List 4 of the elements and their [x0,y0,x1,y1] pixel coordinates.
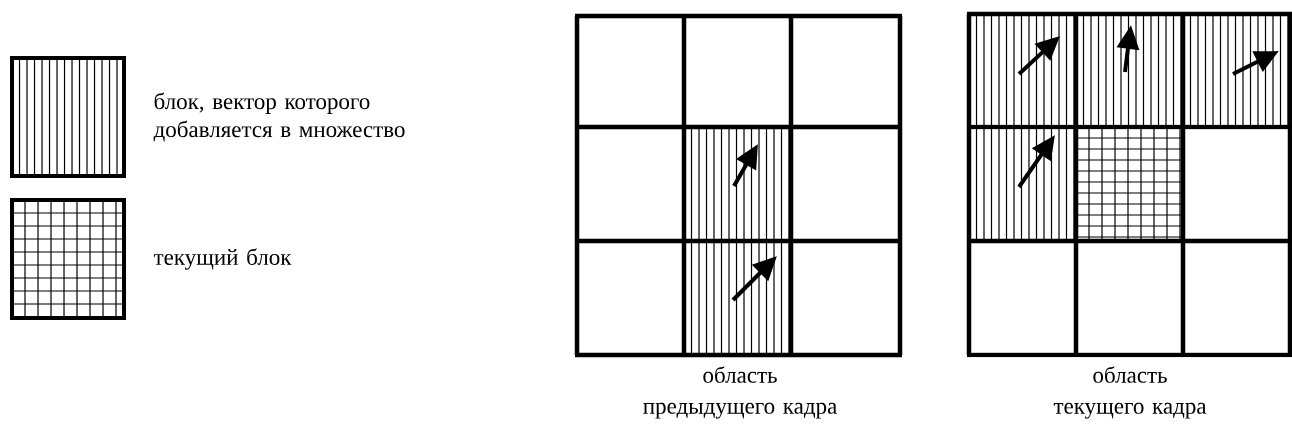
legend-text: блок, вектор которого добавляется в множество [153,92,405,142]
caption: область текущего кадра [1053,366,1207,419]
caption: область предыдущего кадра [643,366,837,419]
legend-text: текущий блок [153,248,292,270]
